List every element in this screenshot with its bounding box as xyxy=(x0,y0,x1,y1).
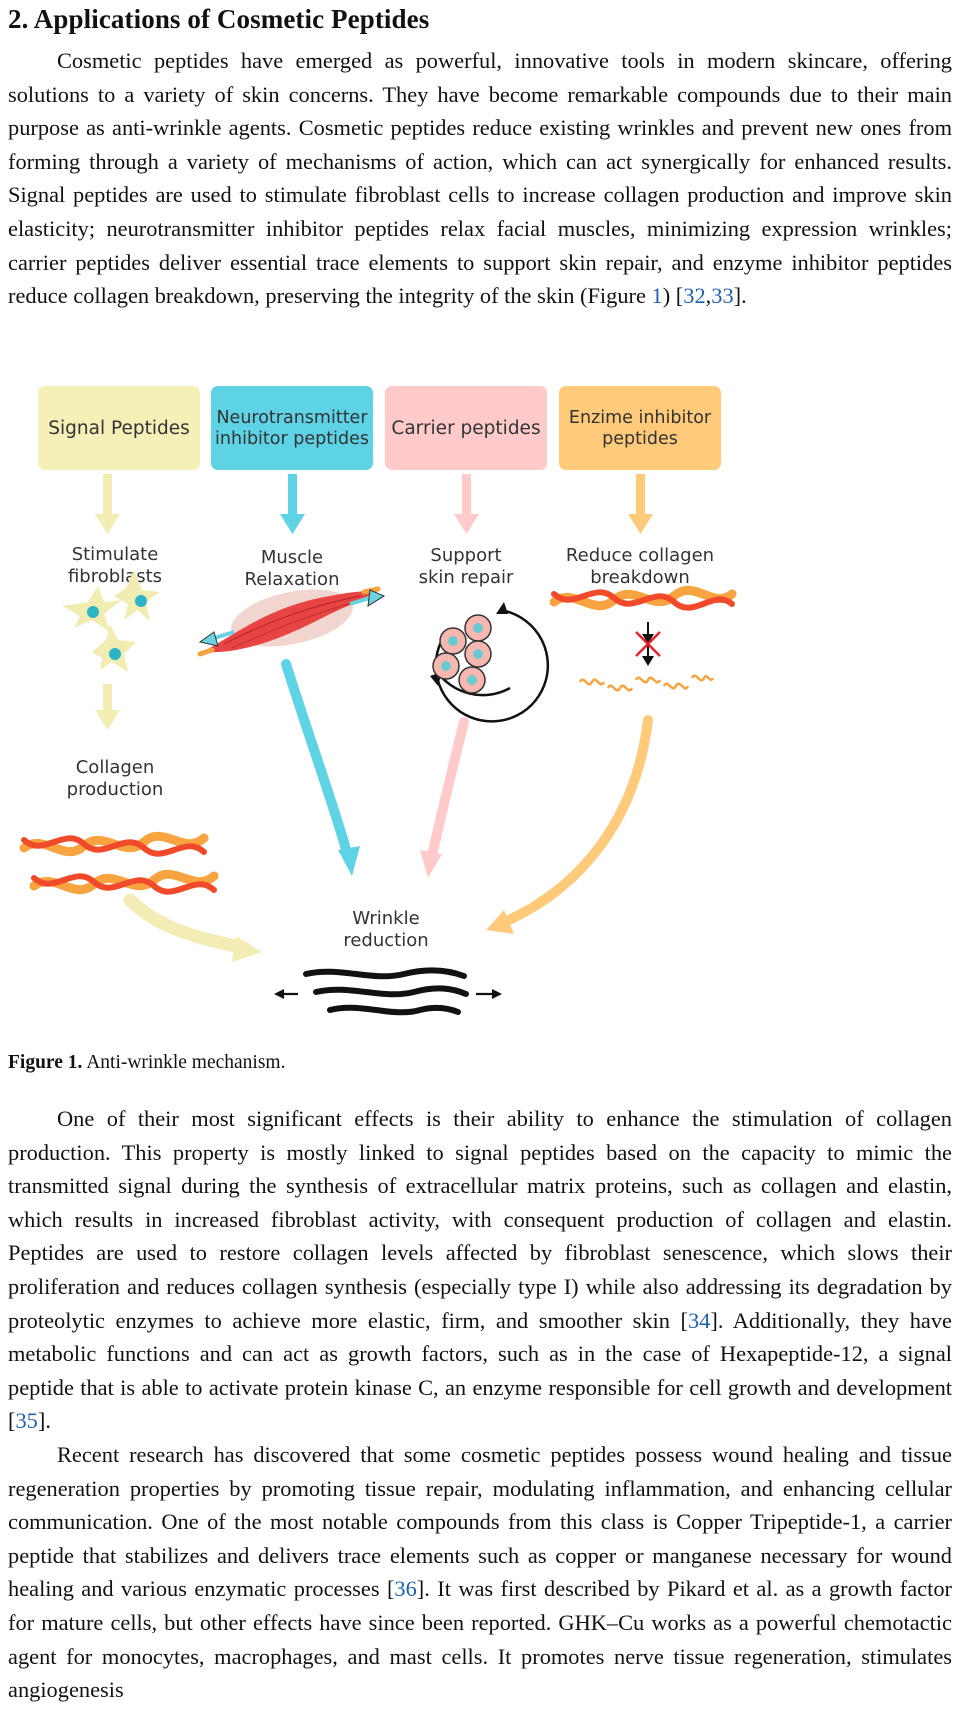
label-production: production xyxy=(67,779,164,800)
para-text: ) [ xyxy=(662,283,684,309)
paragraph-intro: Cosmetic peptides have emerged as powerf… xyxy=(8,44,952,313)
label-reduce-collagen: Reduce collagen xyxy=(566,545,714,566)
svg-text:Signal Peptides: Signal Peptides xyxy=(48,418,190,439)
svg-text:Neurotransmitter: Neurotransmitter xyxy=(216,408,368,428)
muscle-icon xyxy=(197,586,386,657)
citation-link[interactable]: 34 xyxy=(687,1307,711,1333)
figure-link[interactable]: 1 xyxy=(651,283,663,309)
fibroblast-cells-icon xyxy=(62,570,160,672)
paragraph-collagen: One of their most significant effects is… xyxy=(8,1102,952,1707)
label-wrinkle: Wrinkle xyxy=(352,908,419,929)
box-signal-peptides: Signal Peptides xyxy=(38,386,200,470)
svg-text:inhibitor peptides: inhibitor peptides xyxy=(215,429,369,449)
arrow-fibroblast-to-collagen xyxy=(95,684,120,730)
arrow-neuro-down xyxy=(280,474,305,534)
label-fibroblasts: fibroblasts xyxy=(68,566,162,587)
arrow-enzyme-to-wrinkle xyxy=(486,715,653,934)
box-enzyme-inhibitor: Enzime inhibitor peptides xyxy=(559,386,721,470)
caption-text: Anti-wrinkle mechanism. xyxy=(82,1052,286,1073)
collagen-breakdown-icon xyxy=(549,585,737,692)
cell-repair-icon xyxy=(430,602,550,723)
caption-label: Figure 1. xyxy=(8,1052,83,1073)
label-breakdown: breakdown xyxy=(590,567,690,588)
label-stimulate: Stimulate xyxy=(72,544,159,565)
box-neurotransmitter-inhibitor: Neurotransmitter inhibitor peptides xyxy=(211,386,373,470)
para-text: Recent research has discovered that some… xyxy=(8,1441,952,1602)
figure-diagram: Signal Peptides Neurotransmitter inhibit… xyxy=(19,386,737,1016)
citation-link[interactable]: 32 xyxy=(683,283,706,309)
svg-text:peptides: peptides xyxy=(602,429,678,449)
arrow-muscle-to-wrinkle xyxy=(281,659,360,876)
section-title: 2. Applications of Cosmetic Peptides xyxy=(8,4,430,34)
collagen-fibers-icon xyxy=(19,831,219,895)
label-relaxation: Relaxation xyxy=(245,569,340,590)
label-collagen: Collagen xyxy=(76,757,155,778)
para-text: , xyxy=(705,283,712,309)
svg-text:Carrier peptides: Carrier peptides xyxy=(391,418,540,439)
arrow-enzyme-down xyxy=(628,474,653,534)
label-support: Support xyxy=(430,545,501,566)
arrow-cells-to-wrinkle xyxy=(420,717,469,878)
arrow-signal-down xyxy=(95,474,120,534)
citation-link[interactable]: 33 xyxy=(711,283,734,309)
para-text: ]. xyxy=(733,283,747,309)
label-muscle: Muscle xyxy=(261,547,323,568)
box-carrier-peptides: Carrier peptides xyxy=(385,386,547,470)
arrow-carrier-down xyxy=(454,474,479,534)
citation-link[interactable]: 36 xyxy=(394,1576,417,1602)
arrow-collagen-to-wrinkle xyxy=(123,893,262,962)
para-text: ]. Additionally, they have metabolic fun… xyxy=(8,1307,952,1434)
label-skin-repair: skin repair xyxy=(419,567,514,588)
para-text: ]. It was first described by Pikard et a… xyxy=(8,1576,952,1703)
wrinkle-lines-icon xyxy=(274,967,502,1016)
citation-link[interactable]: 35 xyxy=(15,1408,38,1434)
figure-caption: Figure 1. Anti-wrinkle mechanism. xyxy=(8,1052,285,1074)
para-text: One of their most significant effects is… xyxy=(8,1106,952,1333)
figure-anti-wrinkle: Signal Peptides Neurotransmitter inhibit… xyxy=(0,370,960,1050)
svg-text:Enzime inhibitor: Enzime inhibitor xyxy=(569,408,712,428)
para-text: ]. xyxy=(37,1408,51,1434)
para-text: Cosmetic peptides have emerged as powerf… xyxy=(8,48,952,309)
label-reduction: reduction xyxy=(343,930,428,951)
